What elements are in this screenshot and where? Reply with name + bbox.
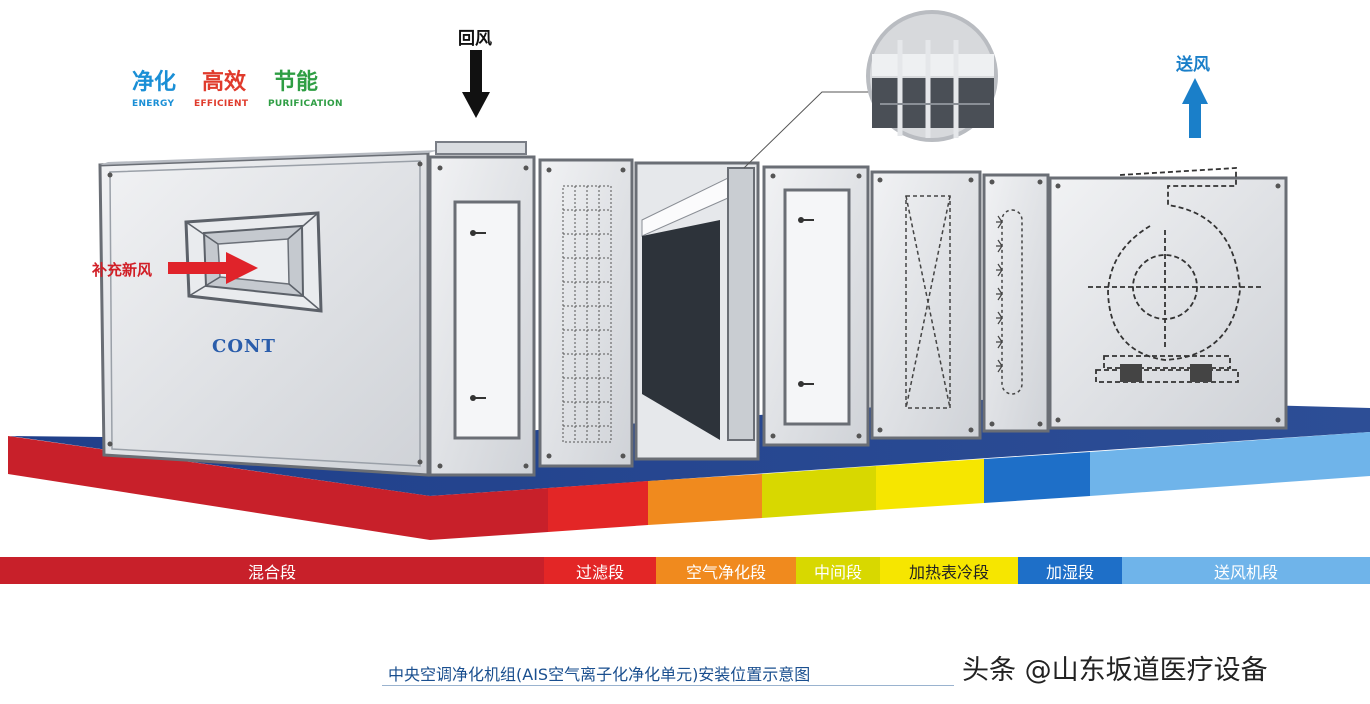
section-panels (428, 155, 1288, 477)
humidifier-symbol (1001, 209, 1023, 395)
caption-underline (382, 685, 954, 686)
tagline-text: 高效 (202, 70, 247, 95)
tagline-efficient: 高效 (202, 64, 246, 96)
return-air-label: 回风 (458, 29, 492, 49)
coil-symbol (905, 195, 951, 409)
base-color-bands (430, 432, 1370, 540)
mixing-box-side (98, 151, 430, 477)
watermark: 头条 @山东坂道医疗设备 (962, 655, 1268, 686)
return-air-arrow (462, 50, 490, 118)
section-strip-purify: 空气净化段 (656, 557, 796, 584)
door-handles (470, 217, 814, 401)
tagline-text: 节能 (274, 70, 319, 95)
section-strip-heating: 加热表冷段 (880, 557, 1018, 584)
supply-air-arrow (1182, 78, 1208, 138)
tagline-en-1: ENERGY (132, 99, 175, 109)
section-strip-fan: 送风机段 (1122, 557, 1370, 584)
return-air-collar (435, 141, 527, 155)
tagline-purify: 净化 (132, 64, 176, 96)
mixing-box-top (100, 150, 440, 165)
filter-grid (562, 185, 612, 443)
brand-logo: CONT (212, 336, 276, 357)
section-strip-middle: 中间段 (796, 557, 880, 584)
tagline-en-3: PURIFICATION (268, 99, 343, 109)
panel-bolts (107, 161, 1281, 469)
diagram-caption: 中央空调净化机组(AIS空气离子化净化单元)安装位置示意图 (388, 665, 811, 684)
tagline-save: 节能 (274, 64, 318, 96)
base-front-left (8, 436, 430, 540)
tagline-text: 净化 (132, 70, 177, 95)
fan-symbol (1088, 167, 1262, 383)
section-strip-humidify: 加湿段 (1018, 557, 1122, 584)
section-strip-mixing: 混合段 (0, 557, 544, 584)
fresh-air-label: 补充新风 (92, 261, 153, 279)
humidifier-sprays (996, 215, 1003, 373)
section-strip-filter: 过滤段 (544, 557, 656, 584)
filter-closeup-callout (743, 10, 998, 169)
supply-air-label: 送风 (1176, 55, 1210, 75)
tagline-en-2: EFFICIENT (194, 99, 249, 109)
fresh-air-arrow (168, 252, 258, 284)
